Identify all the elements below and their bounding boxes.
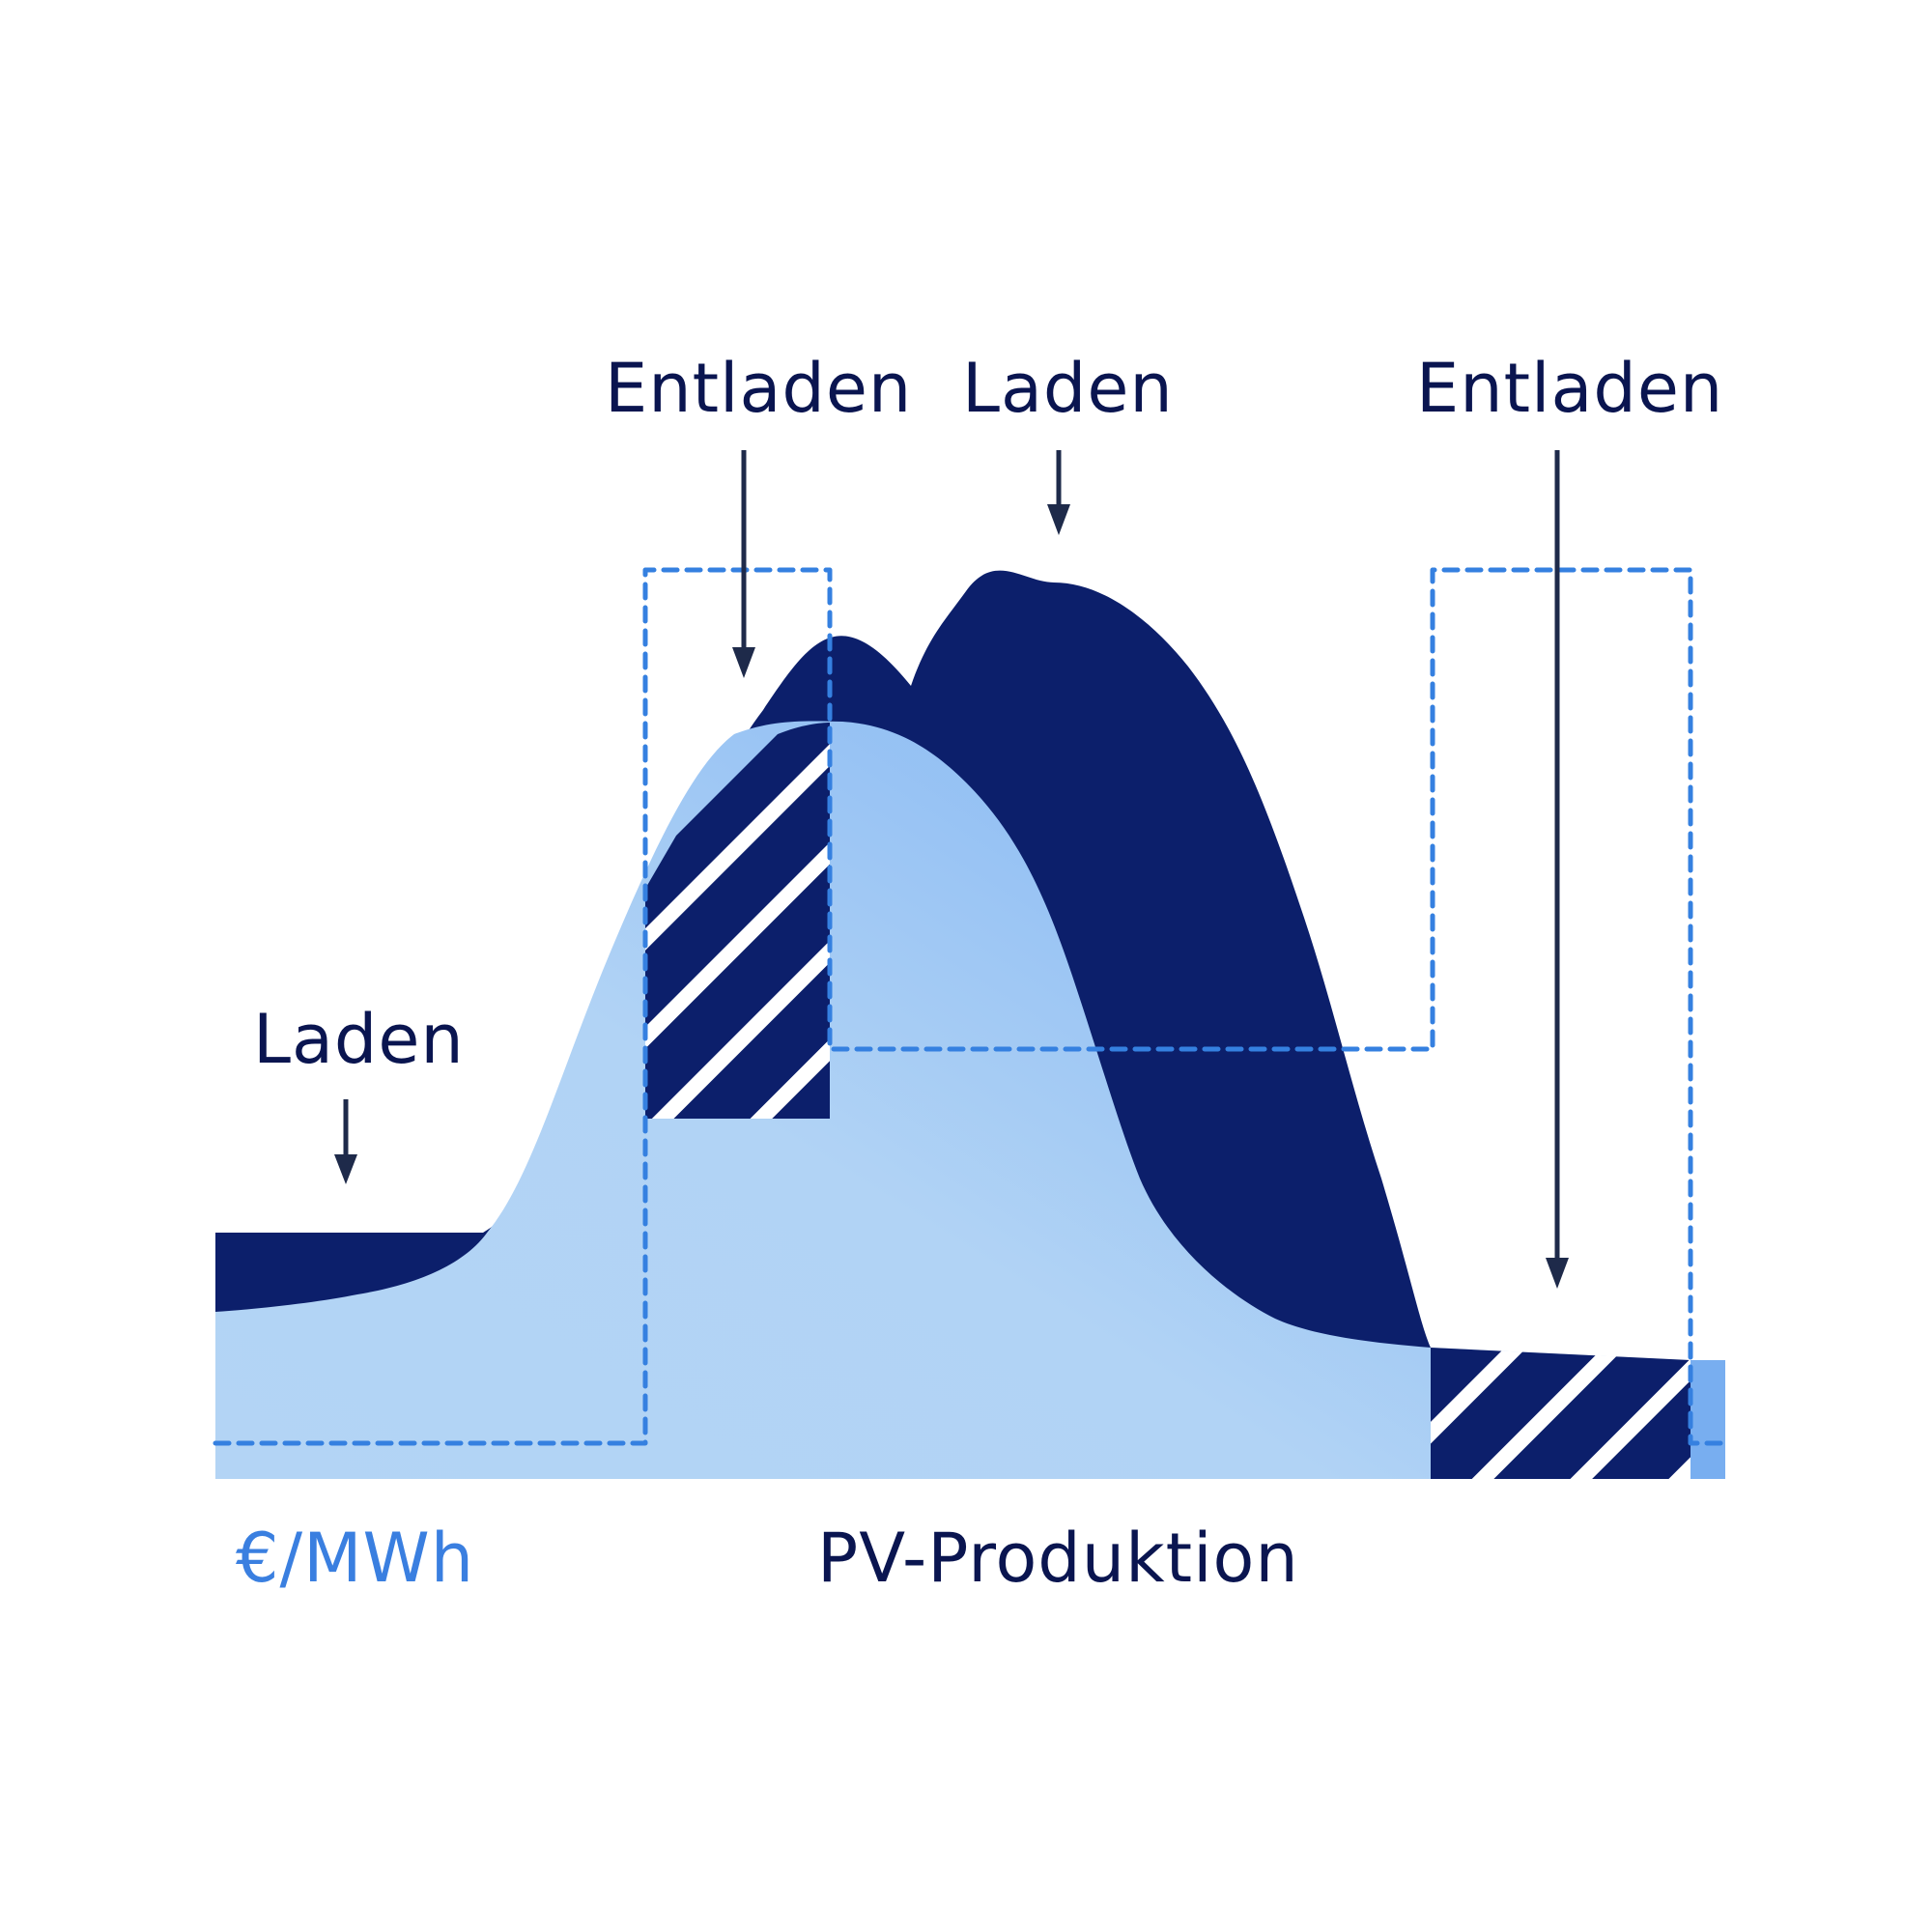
arrow-down-icon — [1546, 450, 1569, 1289]
y-axis-unit-label: €/MWh — [236, 1519, 474, 1598]
label-charge-night: Laden — [253, 1000, 465, 1079]
arrow-down-icon — [334, 1099, 357, 1184]
label-discharge-evening: Entladen — [1416, 349, 1723, 428]
pv-production-area — [215, 721, 1725, 1479]
x-axis-label: PV-Produktion — [817, 1519, 1299, 1598]
arrow-down-icon — [1047, 450, 1070, 535]
discharge-hatch-midday — [645, 723, 830, 1119]
pv-tail-strip — [1690, 1360, 1725, 1479]
label-discharge-morning: Entladen — [605, 349, 912, 428]
label-charge-midday: Laden — [962, 349, 1174, 428]
arrow-down-icon — [732, 450, 755, 678]
battery-schedule-dashed-line — [213, 567, 1728, 1446]
discharge-hatch-evening — [1431, 1348, 1690, 1479]
